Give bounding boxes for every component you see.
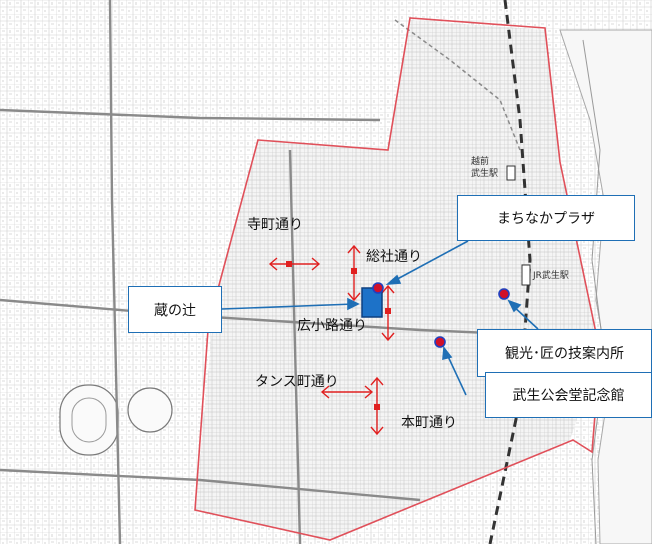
station-label-echizen-1: 越前	[471, 155, 489, 167]
callout-machinaka-plaza[interactable]: まちなかプラザ	[457, 195, 635, 241]
kokaido-marker[interactable]	[434, 336, 446, 348]
echizen-station-building	[506, 165, 516, 181]
jr-station-building	[521, 264, 531, 286]
street-label-teramachi: 寺町通り	[247, 217, 303, 233]
street-label-sosha: 総社通り	[366, 249, 422, 265]
station-label-echizen-2: 武生駅	[471, 167, 498, 179]
station-label-jr: JR武生駅	[532, 269, 569, 281]
kura-no-tsuji-building[interactable]	[361, 287, 383, 318]
sports-ground	[59, 384, 173, 456]
street-label-honmachi: 本町通り	[401, 415, 457, 431]
railway	[394, 0, 532, 544]
arrow-tansumachi-h	[320, 385, 374, 399]
machinaka-plaza-marker[interactable]	[372, 282, 384, 294]
callout-kura-no-tsuji[interactable]: 蔵の辻	[128, 286, 222, 333]
callout-kokaido[interactable]: 武生公会堂記念館	[485, 372, 652, 418]
kanko-info-marker[interactable]	[498, 288, 510, 300]
callout-leaders	[221, 240, 539, 396]
arrow-sosha	[347, 244, 361, 302]
arrow-teramachi	[268, 257, 321, 271]
arrow-kura	[381, 284, 395, 342]
river-bank	[582, 39, 606, 544]
arrow-tansumachi-v	[370, 376, 384, 436]
street-label-hirokoji: 広小路通り	[297, 318, 367, 334]
callout-kanko-info[interactable]: 観光･匠の技案内所	[477, 329, 652, 377]
arrows	[268, 244, 395, 436]
street-label-tansumachi: タンス町通り	[255, 374, 339, 390]
